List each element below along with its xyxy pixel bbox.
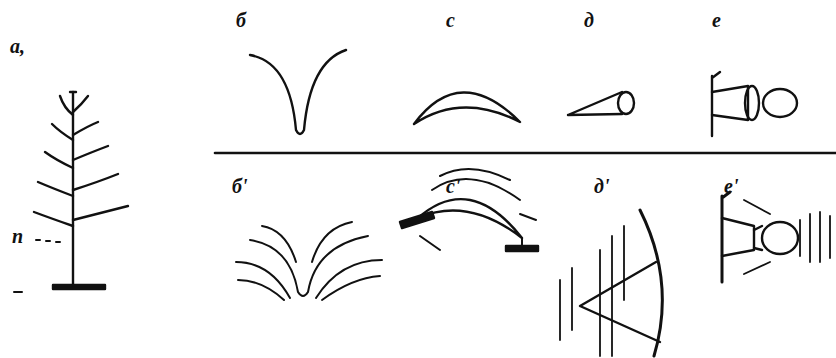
figure-letter: а, [10, 36, 25, 56]
figure-letter: е [712, 10, 721, 30]
figure-letter: б' [232, 176, 248, 196]
figure-letter: е' [724, 176, 738, 196]
tree-figure [14, 92, 128, 292]
figure-letter: д' [594, 176, 609, 196]
cone-figure [568, 92, 634, 115]
cone-figure [712, 72, 797, 136]
cone-figure [560, 210, 662, 356]
cone-figure [722, 192, 830, 282]
crescent-figure [414, 92, 520, 124]
separator-line [215, 152, 836, 155]
arch-figure [400, 169, 538, 251]
curve-figure [250, 50, 346, 134]
figure-letter: д [584, 10, 594, 30]
curve-figure [236, 222, 382, 300]
figure-letter: б [236, 10, 246, 30]
figure-letter: п [12, 226, 23, 246]
figure-letter: с [446, 10, 455, 30]
figure-letter: с' [446, 176, 460, 196]
